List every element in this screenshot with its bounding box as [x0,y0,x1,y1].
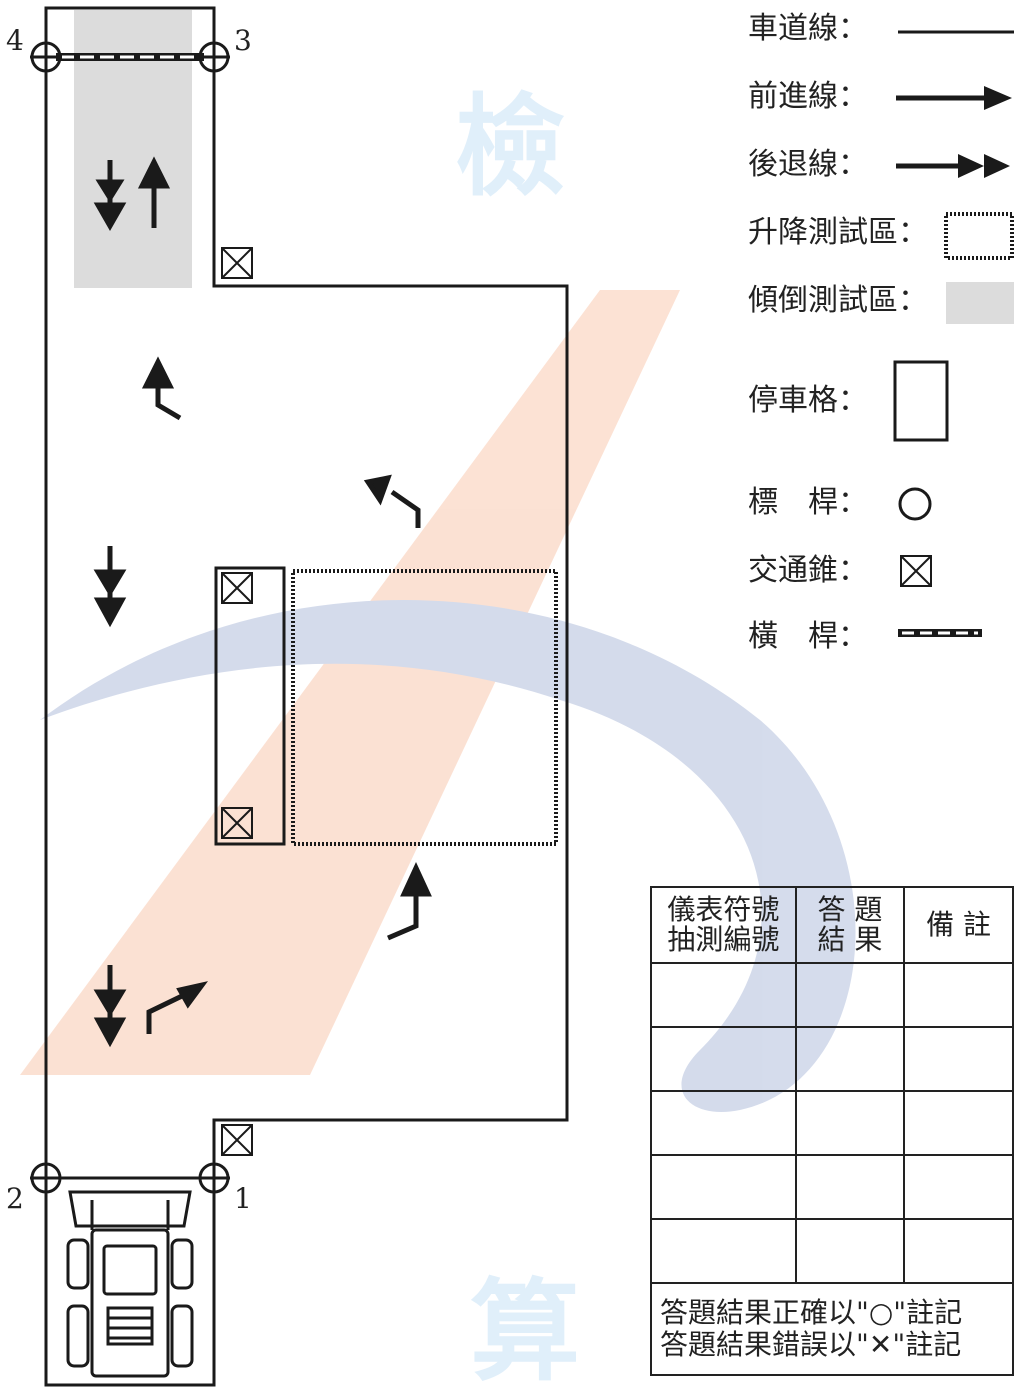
header-meter-symbol: 儀表符號 抽測編號 [650,886,797,964]
table-cell[interactable] [650,962,797,1028]
legend-crossbar: 橫 桿： [748,619,868,654]
legend-parking-space: 停車格： [748,383,868,418]
table-row [650,1154,1014,1220]
header-answer-result: 答 題 結 果 [794,886,906,964]
svg-text:檢: 檢 [455,82,565,211]
forklift-icon [66,1190,194,1378]
table-note: 答題結果正確以"○"註記 答題結果錯誤以"✕"註記 [650,1282,1014,1376]
traffic-cone-icon [221,1124,253,1156]
table-cell[interactable] [903,1026,1014,1092]
watermark-text: 檢 算 [455,82,580,1387]
table-header-row: 儀表符號 抽測編號 答 題 結 果 備 註 [650,886,1014,964]
table-cell[interactable] [794,1154,906,1220]
traffic-cone-icon [900,555,932,587]
table-cell[interactable] [794,1026,906,1092]
tilt-test-area [74,10,192,288]
legend-reverse-line: 後退線： [748,147,868,182]
table-cell[interactable] [903,1090,1014,1156]
pole-label-4: 4 [6,24,24,57]
forward-arrow-icon [387,862,432,941]
traffic-cone-icon [221,572,253,604]
table-cell[interactable] [903,1154,1014,1220]
traffic-cone-icon [221,807,253,839]
tilt-test-area-icon [946,282,1014,324]
pole-label-3: 3 [234,24,252,57]
table-cell[interactable] [903,962,1014,1028]
table-cell[interactable] [650,1218,797,1284]
parking-space-icon [893,360,949,442]
svg-text:算: 算 [470,1267,580,1387]
pole-label-1: 1 [234,1182,252,1215]
table-cell[interactable] [794,1090,906,1156]
legend-traffic-cone: 交通錐： [748,553,868,588]
watermark [20,290,856,1112]
forward-arrow-icon [141,356,182,421]
parking-space [214,566,286,846]
pole-icon [898,487,932,521]
reverse-arrow-icon [93,965,127,1048]
reverse-arrow-icon [93,546,127,628]
table-cell[interactable] [650,1154,797,1220]
table-row [650,1026,1014,1092]
table-cell[interactable] [650,1090,797,1156]
table-row [650,1218,1014,1284]
forward-arrow-icon [896,86,1012,110]
pole-label-2: 2 [6,1182,24,1215]
legend-tilt-test-area: 傾倒測試區： [748,283,928,318]
table-row [650,1090,1014,1156]
lift-test-area-icon [944,212,1014,260]
legend-lift-test-area: 升降測試區： [748,215,928,250]
pole-icon [30,1162,62,1194]
legend-lane-line: 車道線： [748,11,868,46]
reverse-arrow-icon [93,160,127,232]
result-table: 儀表符號 抽測編號 答 題 結 果 備 註 答題結果正確以"○"註記 答題結果錯… [650,886,1014,1376]
reverse-arrow-icon [896,154,1010,178]
header-remarks: 備 註 [903,886,1014,964]
legend-forward-line: 前進線： [748,79,868,114]
table-note-row: 答題結果正確以"○"註記 答題結果錯誤以"✕"註記 [650,1282,1014,1376]
table-cell[interactable] [794,962,906,1028]
table-row [650,962,1014,1028]
lane-line [44,6,569,1387]
forward-arrow-icon [146,981,208,1034]
forward-arrow-icon [363,474,421,528]
pole-icon [198,41,230,73]
traffic-cone-icon [221,247,253,279]
pole-icon [30,41,62,73]
table-cell[interactable] [650,1026,797,1092]
legend-pole: 標 桿： [748,485,868,520]
table-cell[interactable] [903,1218,1014,1284]
pole-icon [198,1162,230,1194]
forward-arrow-icon [137,156,171,228]
table-cell[interactable] [794,1218,906,1284]
